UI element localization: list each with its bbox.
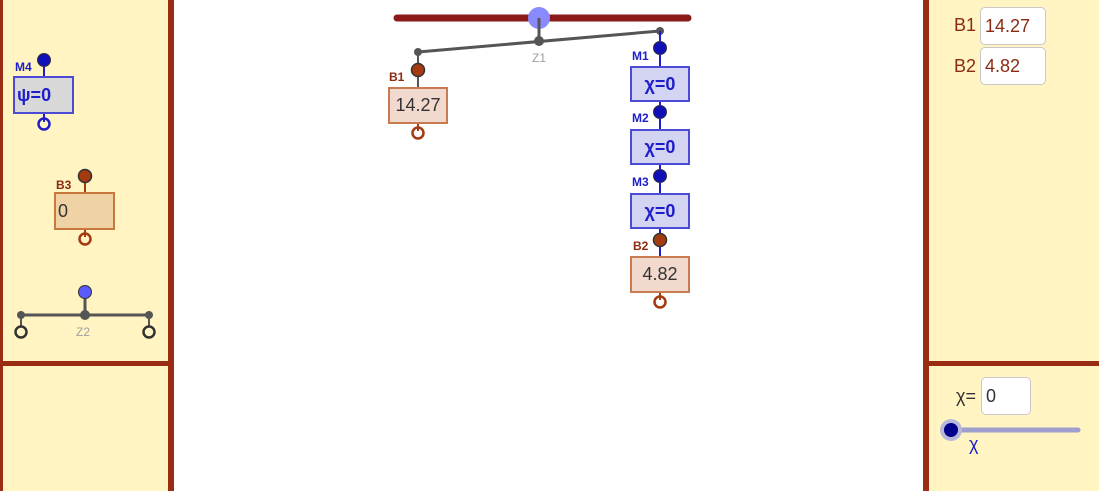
z2-drag-handle[interactable]: [78, 285, 92, 299]
b1-top-hook[interactable]: [410, 62, 426, 78]
m2-top-hook[interactable]: [653, 105, 667, 119]
b2-bottom-hook[interactable]: [653, 295, 667, 309]
m3-top-hook[interactable]: [653, 169, 667, 183]
left-panel-divider: [0, 361, 174, 366]
b2-label: B2: [633, 239, 649, 253]
pivot-label: Z1: [532, 51, 547, 65]
z2-label: Z2: [76, 325, 91, 339]
m2-label: M2: [632, 111, 649, 125]
slider-handle[interactable]: [944, 423, 958, 437]
b2-top-hook[interactable]: [652, 232, 668, 248]
z2-pivot-point[interactable]: [80, 310, 90, 320]
b1-input[interactable]: 14.27: [980, 7, 1046, 45]
b3-bottom-hook[interactable]: [78, 232, 92, 246]
left-panel-edge: [0, 0, 3, 491]
z2-left-hook[interactable]: [14, 325, 28, 339]
left-panel-border: [168, 0, 174, 491]
b3-label: B3: [56, 178, 72, 192]
m2-block[interactable]: χ=0: [630, 129, 690, 165]
b1-bottom-hook[interactable]: [411, 126, 425, 140]
slider-variable-label: χ: [969, 434, 979, 454]
z2-right-hook[interactable]: [142, 325, 156, 339]
m4-block[interactable]: ψ=0: [13, 76, 74, 114]
right-panel-border: [923, 0, 929, 491]
m4-top-hook[interactable]: [37, 53, 51, 67]
right-panel-divider: [923, 361, 1099, 366]
m1-block[interactable]: χ=0: [630, 66, 690, 102]
b3-block[interactable]: 0: [54, 192, 115, 230]
b2-block[interactable]: 4.82: [630, 256, 690, 293]
m1-label: M1: [632, 49, 649, 63]
lever-pivot-point[interactable]: [534, 36, 544, 46]
b1-block[interactable]: 14.27: [388, 87, 448, 124]
b3-top-hook[interactable]: [77, 168, 93, 184]
slider-equation-label: χ=: [956, 386, 976, 406]
m4-bottom-hook[interactable]: [37, 117, 51, 131]
b2-input[interactable]: 4.82: [980, 47, 1046, 85]
m3-block[interactable]: χ=0: [630, 193, 690, 229]
m4-label: M4: [15, 60, 32, 74]
b1-label: B1: [389, 70, 405, 84]
slider-value-input[interactable]: 0: [981, 377, 1031, 415]
b2-input-label: B2: [954, 56, 977, 76]
b1-input-label: B1: [954, 15, 977, 35]
m3-label: M3: [632, 175, 649, 189]
m1-top-hook[interactable]: [653, 41, 667, 55]
